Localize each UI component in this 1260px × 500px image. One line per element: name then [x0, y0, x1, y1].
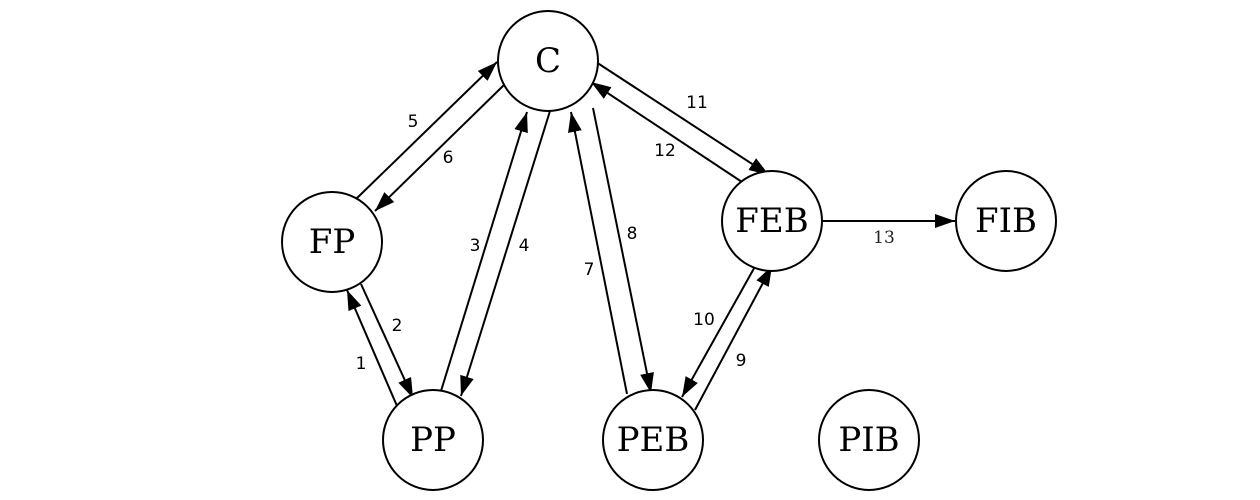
- node-feb-label: FEB: [735, 201, 808, 241]
- node-peb-label: PEB: [617, 420, 690, 460]
- node-pib-circle: [818, 389, 920, 491]
- edge-label-5: 5: [408, 112, 419, 132]
- edge-2-fp-to-pp: [360, 283, 414, 399]
- node-c-label: C: [535, 41, 561, 81]
- edge-label-10: 10: [693, 310, 715, 330]
- edge-label-4: 4: [519, 236, 530, 256]
- edge-3-pp-to-c: [440, 111, 528, 392]
- edge-1-pp-to-fp: [346, 289, 398, 407]
- edge-label-8: 8: [627, 224, 638, 244]
- edge-6-c-to-fp: [374, 84, 505, 212]
- edge-5-fp-to-c: [354, 61, 498, 201]
- edge-9-peb-to-feb: [694, 265, 773, 411]
- node-fp-circle: [281, 191, 383, 293]
- edge-8-c-to-peb: [592, 107, 654, 394]
- node-peb: PEB: [602, 389, 704, 491]
- node-fib-label: FIB: [975, 201, 1037, 241]
- edge-label-3: 3: [470, 236, 481, 256]
- edge-label-7: 7: [584, 260, 595, 280]
- node-fp: FP: [281, 191, 383, 293]
- edge-label-9: 9: [736, 351, 747, 371]
- edge-label-6: 6: [443, 148, 454, 168]
- edge-12-feb-to-c: [590, 81, 743, 183]
- edge-label-2: 2: [392, 316, 403, 336]
- edge-label-11: 11: [686, 93, 708, 113]
- node-c-circle: [497, 10, 599, 112]
- edge-7-peb-to-c: [568, 111, 628, 395]
- node-pib-label: PIB: [838, 420, 899, 460]
- nodes-layer: C FP PP PEB FEB FIB PIB: [281, 10, 1057, 491]
- node-pp-label: PP: [410, 420, 456, 460]
- node-fp-label: FP: [309, 222, 355, 262]
- node-feb: FEB: [721, 170, 823, 272]
- edge-11-c-to-feb: [595, 61, 770, 176]
- edge-4-c-to-pp: [460, 110, 551, 397]
- node-fib: FIB: [955, 170, 1057, 272]
- edge-label-12: 12: [654, 141, 676, 161]
- node-pp-circle: [382, 389, 484, 491]
- edge-label-1: 1: [356, 354, 367, 374]
- edge-10-feb-to-peb: [681, 262, 758, 398]
- node-peb-circle: [602, 389, 704, 491]
- node-c: C: [497, 10, 599, 112]
- edge-label-13: 13: [873, 228, 895, 248]
- node-fib-circle: [955, 170, 1057, 272]
- edges-layer: [346, 61, 955, 411]
- edge-labels-layer: 1 2 3 4 5 6 7 8 9 10 11 12 13: [356, 93, 895, 374]
- node-pp: PP: [382, 389, 484, 491]
- node-feb-circle: [721, 170, 823, 272]
- node-pib: PIB: [818, 389, 920, 491]
